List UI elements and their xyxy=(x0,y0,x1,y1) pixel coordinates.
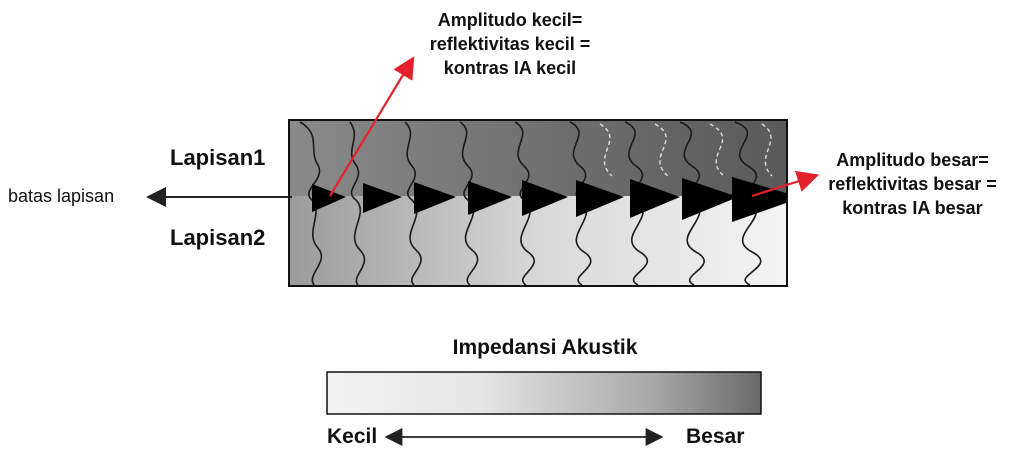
small-amplitude-callout: Amplitudo kecil= reflektivitas kecil = k… xyxy=(400,8,620,80)
callout-line: Amplitudo besar= xyxy=(810,148,1015,172)
impedance-high-label: Besar xyxy=(686,425,744,449)
callout-line: reflektivitas besar = xyxy=(810,172,1015,196)
lower-layer-label: Lapisan2 xyxy=(170,225,265,251)
callout-line: kontras IA besar xyxy=(810,196,1015,220)
callout-line: Amplitudo kecil= xyxy=(400,8,620,32)
callout-line: reflektivitas kecil = xyxy=(400,32,620,56)
impedance-gradient-bar xyxy=(327,372,761,414)
large-amplitude-callout: Amplitudo besar= reflektivitas besar = k… xyxy=(810,148,1015,220)
upper-layer-label: Lapisan1 xyxy=(170,145,265,171)
boundary-label: batas lapisan xyxy=(8,186,114,207)
callout-line: kontras IA kecil xyxy=(400,56,620,80)
impedance-low-label: Kecil xyxy=(327,425,377,449)
seismic-section xyxy=(289,120,787,286)
impedance-title: Impedansi Akustik xyxy=(390,336,700,360)
